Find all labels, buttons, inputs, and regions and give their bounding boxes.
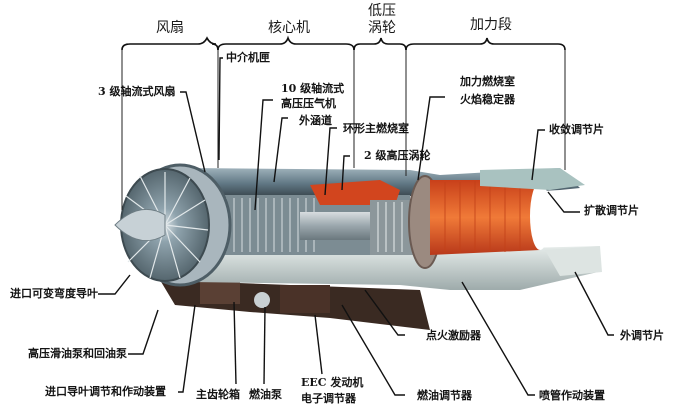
callout-fan-3stage: 3 级轴流式风扇 bbox=[98, 85, 176, 98]
callout-igv-actuator: 进口导叶调节和作动装置 bbox=[45, 385, 166, 398]
callout-fuel-pump: 燃油泵 bbox=[249, 388, 282, 401]
callout-intermediate-case: 中介机匣 bbox=[226, 51, 270, 64]
callout-eec-line2: 电子调节器 bbox=[301, 392, 356, 405]
section-dividers bbox=[121, 50, 566, 210]
section-label-fan: 风扇 bbox=[156, 20, 184, 36]
callout-outer-flaps: 外调节片 bbox=[620, 329, 664, 342]
callout-inlet-vanes: 进口可变弯度导叶 bbox=[10, 287, 98, 300]
callout-oil-pumps: 高压滑油泵和回油泵 bbox=[28, 347, 127, 360]
leader-lines bbox=[98, 57, 614, 396]
section-label-lpt-line1: 低压 bbox=[368, 3, 396, 19]
callout-nozzle-actuator: 喷管作动装置 bbox=[539, 389, 605, 402]
callout-hpc-line2: 高压压气机 bbox=[281, 97, 336, 110]
callout-eec-line1: EEC 发动机 bbox=[301, 376, 364, 389]
callout-hpt-2stage: 2 级高压涡轮 bbox=[364, 149, 431, 162]
section-label-afterburner: 加力段 bbox=[470, 17, 512, 33]
callout-ab-line1: 加力燃烧室 bbox=[460, 75, 515, 88]
callout-fuel-control: 燃油调节器 bbox=[417, 389, 472, 402]
callout-divergent-flaps: 扩散调节片 bbox=[584, 204, 639, 217]
callout-annular-combustor: 环形主燃烧室 bbox=[343, 122, 409, 135]
callout-main-gearbox: 主齿轮箱 bbox=[196, 388, 240, 401]
callout-convergent-flaps: 收敛调节片 bbox=[549, 123, 604, 136]
callout-hpc-line1: 10 级轴流式 bbox=[281, 82, 345, 95]
callout-igniter: 点火激励器 bbox=[426, 329, 481, 342]
section-braces bbox=[121, 35, 566, 51]
section-label-core: 核心机 bbox=[268, 20, 310, 36]
section-label-lpt-line2: 涡轮 bbox=[368, 20, 396, 36]
callout-bypass-duct: 外涵道 bbox=[299, 114, 332, 127]
callout-ab-line2: 火焰稳定器 bbox=[460, 93, 515, 106]
